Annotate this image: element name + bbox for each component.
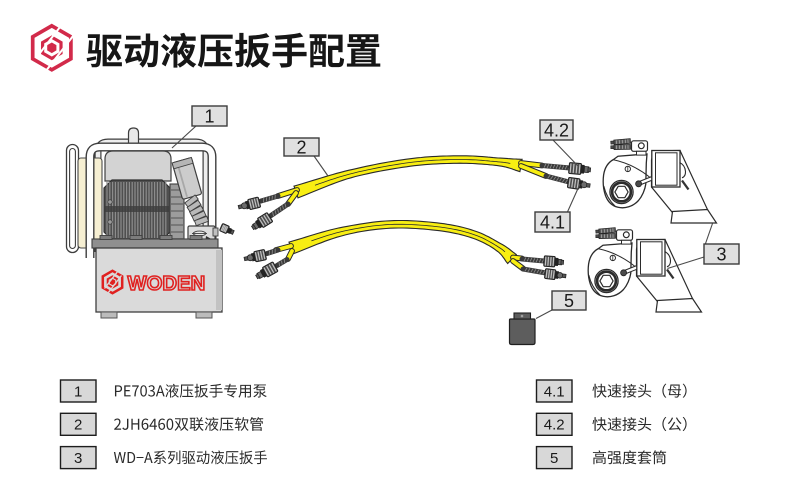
svg-text:1: 1 bbox=[204, 106, 214, 126]
svg-text:4.1: 4.1 bbox=[540, 212, 565, 232]
svg-text:2: 2 bbox=[74, 417, 82, 434]
svg-text:3: 3 bbox=[74, 450, 82, 467]
svg-text:5: 5 bbox=[564, 291, 574, 311]
svg-text:4.2: 4.2 bbox=[544, 417, 565, 434]
svg-text:2: 2 bbox=[296, 137, 306, 157]
svg-text:5: 5 bbox=[550, 450, 558, 467]
svg-text:3: 3 bbox=[716, 244, 726, 264]
svg-text:WODEN: WODEN bbox=[128, 273, 206, 295]
svg-text:4.2: 4.2 bbox=[544, 120, 569, 140]
svg-text:4.1: 4.1 bbox=[544, 383, 565, 400]
svg-text:1: 1 bbox=[74, 383, 82, 400]
